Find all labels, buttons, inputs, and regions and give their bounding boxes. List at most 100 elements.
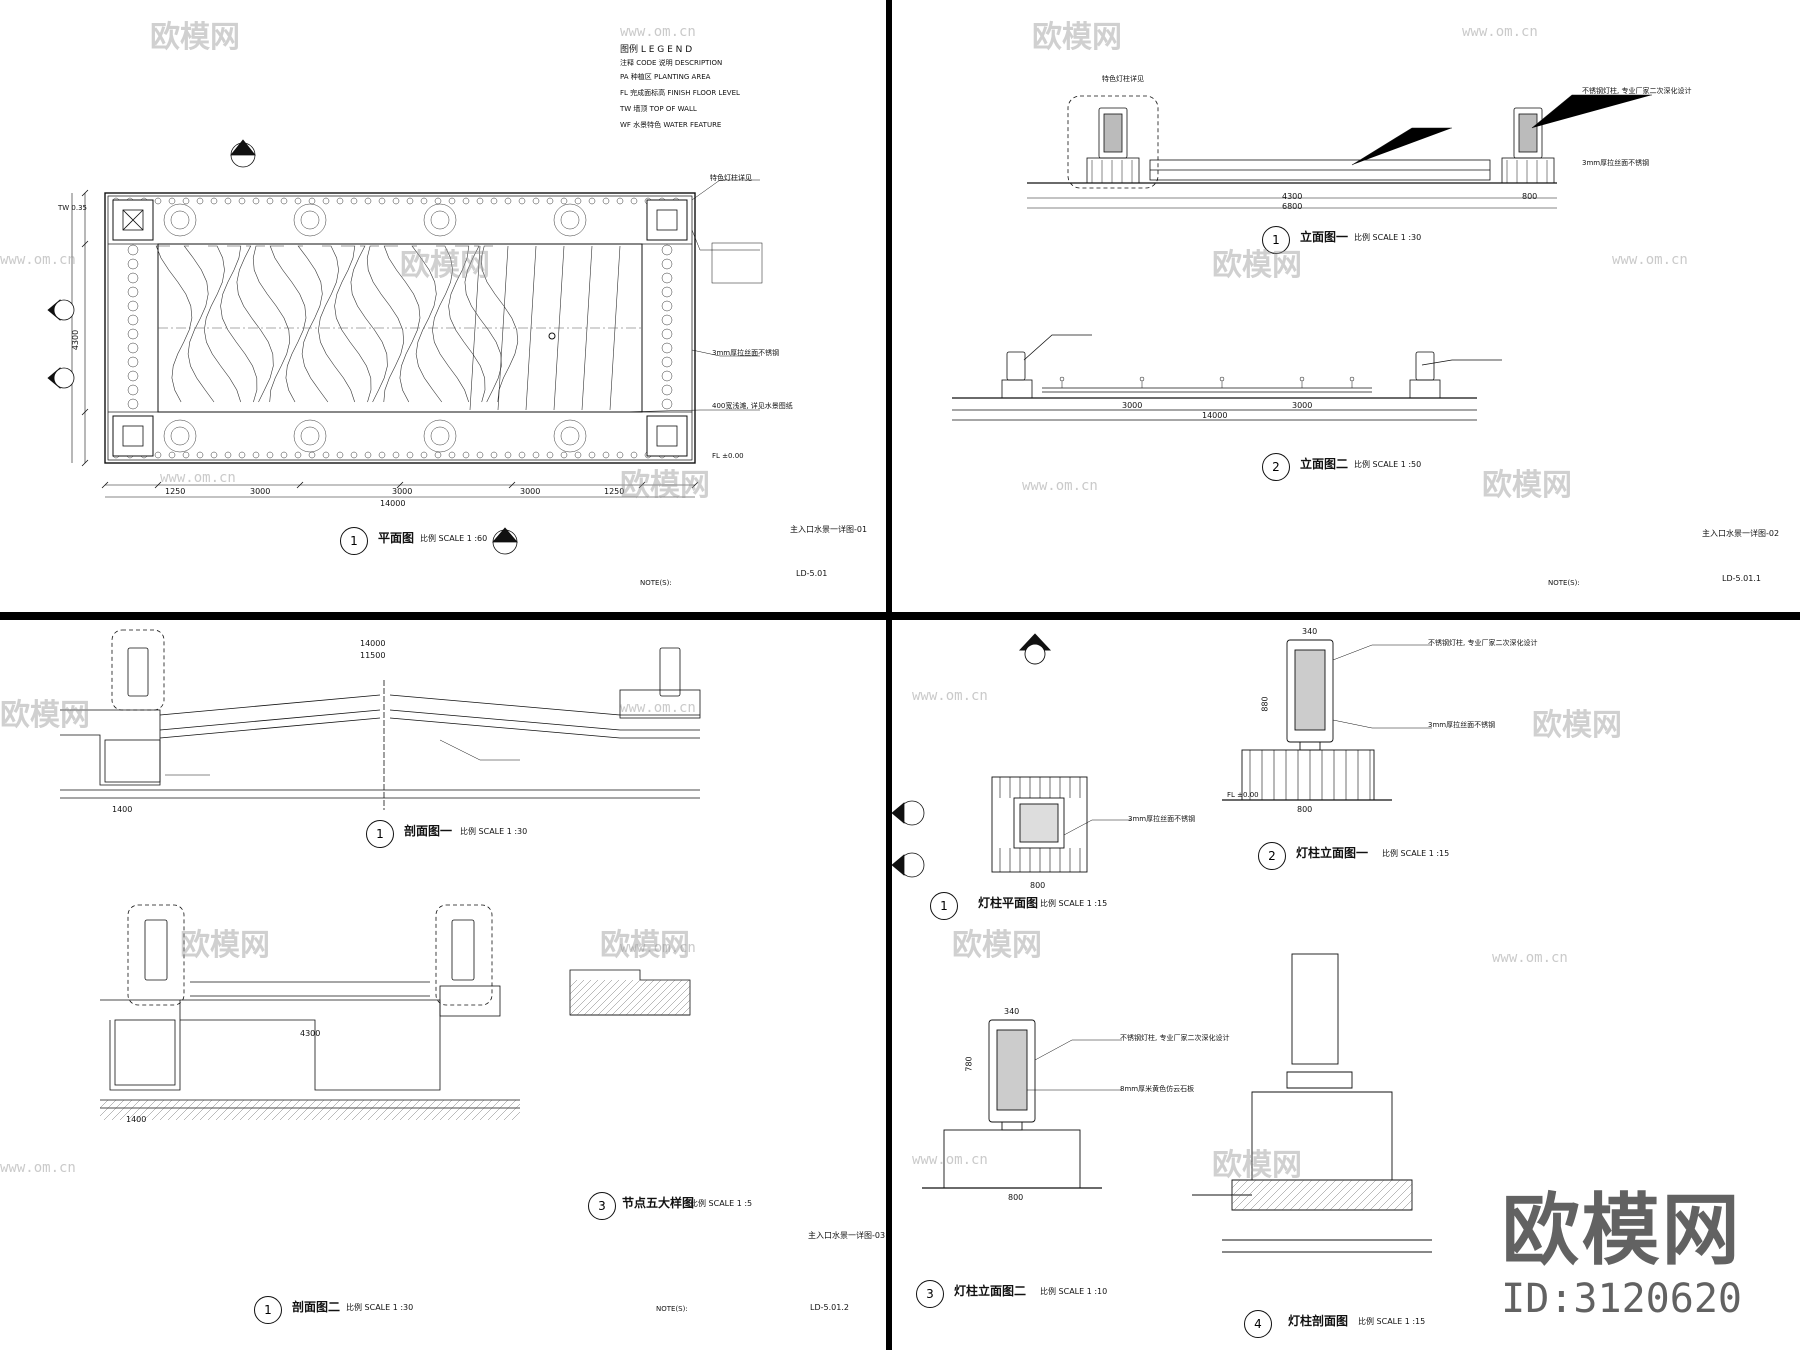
view-title: 平面图 [378, 531, 415, 545]
dim-elev: 880 [1260, 696, 1270, 712]
dim-e: 1250 [604, 487, 625, 496]
watermark: 欧模网 [180, 928, 270, 963]
brand-name: 欧模网 [1501, 1186, 1742, 1276]
view-scale-2: 比例 SCALE 1 :50 [1354, 460, 1422, 469]
watermark-url: www.om.cn [912, 1152, 988, 1168]
callout-lamp-note-2: 不锈钢灯柱, 专业厂家二次深化设计 [1120, 1034, 1230, 1042]
legend-title: 图例 L E G E N D [620, 45, 693, 55]
dim-2b: 3000 [1122, 401, 1143, 410]
plan-drawing [47, 139, 763, 555]
sheet-number: LD-5.01.1 [1722, 574, 1761, 583]
view-scale-1: 比例 SCALE 1 :15 [1040, 899, 1108, 908]
view-title-4: 灯柱剖面图 [1288, 1314, 1349, 1328]
view-scale-4: 比例 SCALE 1 :15 [1358, 1317, 1426, 1326]
view-scale-3: 比例 SCALE 1 :5 [690, 1199, 753, 1208]
watermark-url: www.om.cn [0, 252, 76, 268]
view-number-3: 3 [588, 1192, 616, 1220]
dim-a: 3000 [250, 487, 271, 496]
dim-height: 780 [964, 1056, 974, 1072]
sheet-number: LD-5.01.2 [810, 1303, 849, 1312]
panel-sections: 14000 11500 4300 1400 1400 1 剖面图一 比例 SCA… [0, 620, 886, 1350]
note-label: NOTE(S): [640, 579, 672, 587]
view-number-2: 2 [1258, 842, 1286, 870]
watermark-url: www.om.cn [1462, 24, 1538, 40]
dim-2a: 14000 [1202, 411, 1228, 420]
watermark: 欧模网 [150, 20, 240, 55]
callout-lamp-note: 不锈钢灯柱, 专业厂家二次深化设计 [1582, 87, 1692, 95]
sheet-number: LD-5.01 [796, 569, 828, 578]
watermark-url: www.om.cn [620, 940, 696, 956]
callout-shallow: 400宽浅滩, 详见水景图纸 [712, 402, 793, 410]
brand-badge: 欧模网 ID:3120620 [1501, 1168, 1742, 1322]
dim-tank-1: 1400 [112, 805, 133, 814]
watermark: 欧模网 [600, 928, 690, 963]
callout-tw: TW 0.35 [58, 204, 88, 212]
callout-stone: 8mm厚米黄色仿云石板 [1120, 1085, 1195, 1093]
dim-f: 4300 [71, 329, 81, 351]
watermark-url: www.om.cn [160, 470, 236, 486]
dim-mid: 11500 [360, 651, 386, 660]
note-label: NOTE(S): [1548, 579, 1580, 587]
watermark: 欧模网 [1212, 1148, 1302, 1183]
view-number-1: 1 [340, 527, 368, 555]
view-title-1: 立面图一 [1300, 230, 1349, 244]
watermark-url: www.om.cn [1492, 950, 1568, 966]
view-scale-2: 比例 SCALE 1 :30 [346, 1303, 414, 1312]
drawing-name: 主入口水景一详图-02 [1702, 529, 1780, 538]
callout-steel: 3mm厚拉丝面不锈钢 [712, 349, 780, 357]
dim-top: 340 [1004, 1007, 1020, 1016]
dim-total: 14000 [360, 639, 386, 648]
dim-2c: 3000 [1292, 401, 1313, 410]
view-title-2: 灯柱立面图一 [1296, 846, 1369, 860]
panel-plan: 图例 L E G E N D 注释 CODE 说明 DESCRIPTION PA… [0, 0, 886, 612]
view-number-1: 1 [930, 892, 958, 920]
dim-c: 3000 [520, 487, 541, 496]
legend-header: 注释 CODE 说明 DESCRIPTION [620, 59, 723, 67]
dim-1a: 4300 [1282, 192, 1303, 201]
watermark-url: www.om.cn [1022, 478, 1098, 494]
view-number-2: 1 [254, 1296, 282, 1324]
panel-elevation: 特色灯柱详见 不锈钢灯柱, 专业厂家二次深化设计 3mm厚拉丝面不锈钢 4300… [892, 0, 1800, 612]
view-scale-3: 比例 SCALE 1 :10 [1040, 1287, 1108, 1296]
brand-id: ID:3120620 [1501, 1276, 1742, 1322]
dim-bottom: 800 [1008, 1193, 1024, 1202]
watermark: 欧模网 [1532, 708, 1622, 743]
callout-lamp-note: 不锈钢灯柱, 专业厂家二次深化设计 [1428, 639, 1538, 647]
dim-base: 800 [1297, 805, 1313, 814]
view-number-1: 1 [366, 820, 394, 848]
watermark: 欧模网 [620, 468, 710, 503]
watermark-url: www.om.cn [620, 24, 696, 40]
dim-d: 1250 [165, 487, 186, 496]
view-title-1: 剖面图一 [404, 824, 453, 838]
view-title-1: 灯柱平面图 [978, 896, 1039, 910]
watermark: 欧模网 [1032, 20, 1122, 55]
view-title-3: 节点五大样图 [622, 1196, 695, 1210]
watermark-url: www.om.cn [0, 1160, 76, 1176]
dim-1c: 800 [1522, 192, 1538, 201]
legend-item-fl: FL 完成面标高 FINISH FLOOR LEVEL [620, 89, 740, 97]
watermark: 欧模网 [1482, 468, 1572, 503]
view-number-4: 4 [1244, 1310, 1272, 1338]
dim-tank-2: 1400 [126, 1115, 147, 1124]
dim-1b: 6800 [1282, 202, 1303, 211]
legend-item-wf: WF 水景特色 WATER FEATURE [620, 121, 722, 129]
callout-steel: 3mm厚拉丝面不锈钢 [1582, 159, 1650, 167]
view-scale-1: 比例 SCALE 1 :30 [1354, 233, 1422, 242]
sections-drawing [60, 629, 701, 1121]
callout-fl: FL ±0.00 [712, 452, 744, 460]
watermark: 欧模网 [1212, 248, 1302, 283]
view-number-3: 3 [916, 1280, 944, 1308]
view-title-2: 立面图二 [1300, 457, 1349, 471]
note-label: NOTE(S): [656, 1305, 688, 1313]
dim-b: 3000 [392, 487, 413, 496]
watermark: 欧模网 [0, 698, 90, 733]
lamp-drawing [892, 633, 1432, 1253]
callout-fl: FL ±0.00 [1227, 791, 1259, 799]
view-title-3: 灯柱立面图二 [954, 1284, 1027, 1298]
legend-item-pa: PA 种植区 PLANTING AREA [620, 73, 711, 81]
watermark-url: www.om.cn [1612, 252, 1688, 268]
dim-total: 14000 [380, 499, 406, 508]
view-scale-1: 比例 SCALE 1 :30 [460, 827, 528, 836]
view-number-1: 1 [1262, 226, 1290, 254]
watermark-url: www.om.cn [912, 688, 988, 704]
